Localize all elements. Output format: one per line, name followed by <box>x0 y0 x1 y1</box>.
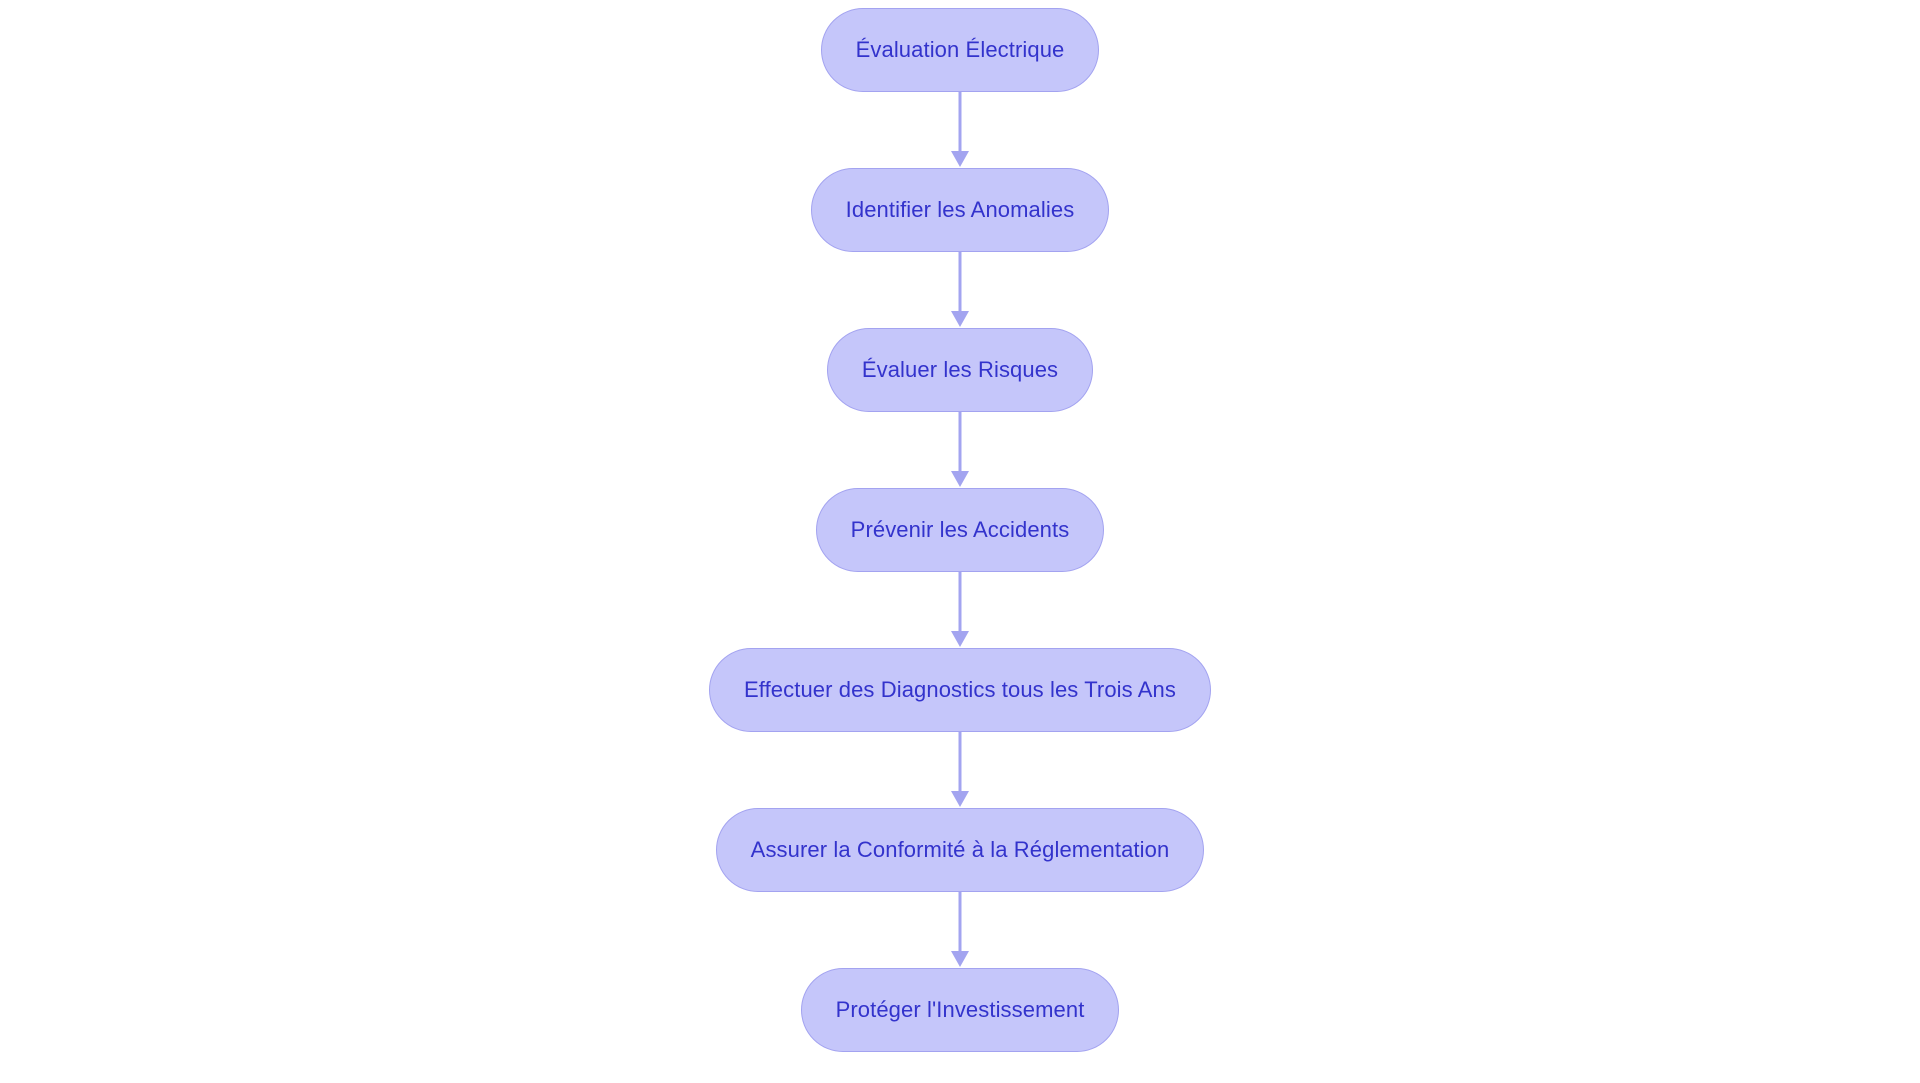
edge-line-icon <box>958 412 962 472</box>
flowchart-node-5[interactable]: Effectuer des Diagnostics tous les Trois… <box>709 648 1211 732</box>
edge-line-icon <box>958 732 962 792</box>
flowchart-node-1[interactable]: Évaluation Électrique <box>820 8 1100 92</box>
flowchart-node-3[interactable]: Évaluer les Risques <box>826 328 1094 412</box>
down-arrow-icon <box>951 631 969 647</box>
flowchart-edge-6-to-7 <box>947 892 973 968</box>
edge-line-icon <box>958 572 962 632</box>
flowchart-edge-2-to-3 <box>947 252 973 328</box>
edge-line-icon <box>958 892 962 952</box>
down-arrow-icon <box>951 951 969 967</box>
flowchart-node-1-label: Évaluation Électrique <box>855 37 1065 62</box>
top-spacer <box>960 0 961 8</box>
flowchart-edge-5-to-6 <box>947 732 973 808</box>
flowchart-node-5-label: Effectuer des Diagnostics tous les Trois… <box>744 677 1176 702</box>
flowchart-edge-3-to-4 <box>947 412 973 488</box>
flowchart-node-6-label: Assurer la Conformité à la Réglementatio… <box>750 837 1170 862</box>
flowchart-node-6[interactable]: Assurer la Conformité à la Réglementatio… <box>715 808 1205 892</box>
edge-line-icon <box>958 92 962 152</box>
flowchart-edge-1-to-2 <box>947 92 973 168</box>
down-arrow-icon <box>951 791 969 807</box>
flowchart-edge-4-to-5 <box>947 572 973 648</box>
flowchart-node-3-label: Évaluer les Risques <box>861 357 1059 382</box>
down-arrow-icon <box>951 471 969 487</box>
flowchart-node-7-label: Protéger l'Investissement <box>835 997 1085 1022</box>
flowchart-node-2-label: Identifier les Anomalies <box>845 197 1075 222</box>
flowchart-node-2[interactable]: Identifier les Anomalies <box>810 168 1110 252</box>
edge-line-icon <box>958 252 962 312</box>
flowchart-node-4-label: Prévenir les Accidents <box>850 517 1070 542</box>
down-arrow-icon <box>951 311 969 327</box>
flowchart-node-4[interactable]: Prévenir les Accidents <box>815 488 1105 572</box>
down-arrow-icon <box>951 151 969 167</box>
flowchart-node-7[interactable]: Protéger l'Investissement <box>800 968 1120 1052</box>
